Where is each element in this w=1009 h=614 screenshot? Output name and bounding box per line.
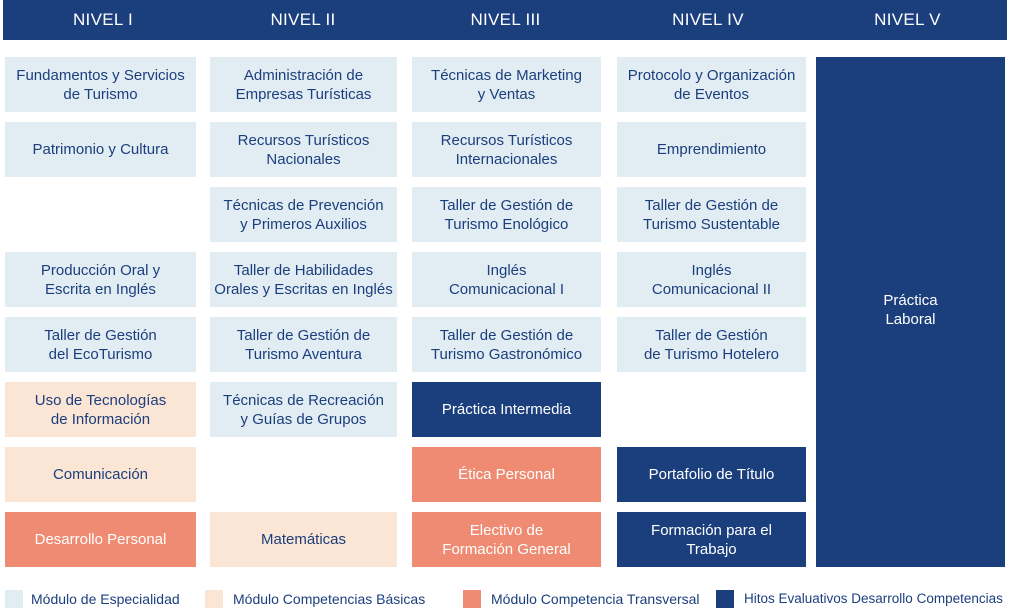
module-habilidades-ingles: Taller de Habilidades Orales y Escritas … [210,252,397,307]
module-marketing-ventas: Técnicas de Marketing y Ventas [412,57,601,112]
module-protocolo-eventos: Protocolo y Organización de Eventos [617,57,806,112]
legend-especialidad-swatch [5,590,23,608]
legend-hitos-label: Hitos Evaluativos Desarrollo Competencia… [744,591,1003,606]
legend-hitos-swatch [716,590,734,608]
module-tecnologias-informacion: Uso de Tecnologías de Información [5,382,196,437]
legend-basicas-swatch [205,590,223,608]
module-recreacion-guias: Técnicas de Recreación y Guías de Grupos [210,382,397,437]
module-formacion-trabajo: Formación para el Trabajo [617,512,806,567]
level-2-heading: NIVEL II [270,10,336,29]
module-turismo-hotelero: Taller de Gestión de Turismo Hotelero [617,317,806,372]
module-practica-intermedia: Práctica Intermedia [412,382,601,437]
module-turismo-sustentable: Taller de Gestión de Turismo Sustentable [617,187,806,242]
module-prevencion-primeros-auxilios: Técnicas de Prevención y Primeros Auxili… [210,187,397,242]
module-taller-ecoturismo: Taller de Gestión del EcoTurismo [5,317,196,372]
module-patrimonio-cultura: Patrimonio y Cultura [5,122,196,177]
module-fundamentos-servicios: Fundamentos y Servicios de Turismo [5,57,196,112]
module-recursos-internacionales: Recursos Turísticos Internacionales [412,122,601,177]
module-turismo-enologico: Taller de Gestión de Turismo Enológico [412,187,601,242]
module-emprendimiento: Emprendimiento [617,122,806,177]
module-matematicas: Matemáticas [210,512,397,567]
legend-especialidad-label: Módulo de Especialidad [31,591,180,607]
legend-transversal-label: Módulo Competencia Transversal [491,591,700,607]
module-administracion-empresas: Administración de Empresas Turísticas [210,57,397,112]
module-turismo-aventura: Taller de Gestión de Turismo Aventura [210,317,397,372]
module-produccion-oral-ingles: Producción Oral y Escrita en Inglés [5,252,196,307]
module-etica-personal: Ética Personal [412,447,601,502]
level-3-heading: NIVEL III [470,10,541,29]
level-1-heading: NIVEL I [72,10,134,29]
legend-basicas-label: Módulo Competencias Básicas [233,591,426,607]
legend-transversal-swatch [463,590,481,608]
levels-header [3,0,1007,40]
module-recursos-nacionales: Recursos Turísticos Nacionales [210,122,397,177]
module-electivo-formacion-general: Electivo de Formación General [412,512,601,567]
module-ingles-comunicacional-2: Inglés Comunicacional II [617,252,806,307]
module-practica-laboral: Práctica Laboral [816,57,1005,567]
module-comunicacion: Comunicación [5,447,196,502]
level-5-heading: NIVEL V [874,10,941,29]
module-desarrollo-personal: Desarrollo Personal [5,512,196,567]
module-portafolio-titulo: Portafolio de Título [617,447,806,502]
module-ingles-comunicacional-1: Inglés Comunicacional I [412,252,601,307]
level-4-heading: NIVEL IV [672,10,744,29]
module-turismo-gastronomico: Taller de Gestión de Turismo Gastronómic… [412,317,601,372]
